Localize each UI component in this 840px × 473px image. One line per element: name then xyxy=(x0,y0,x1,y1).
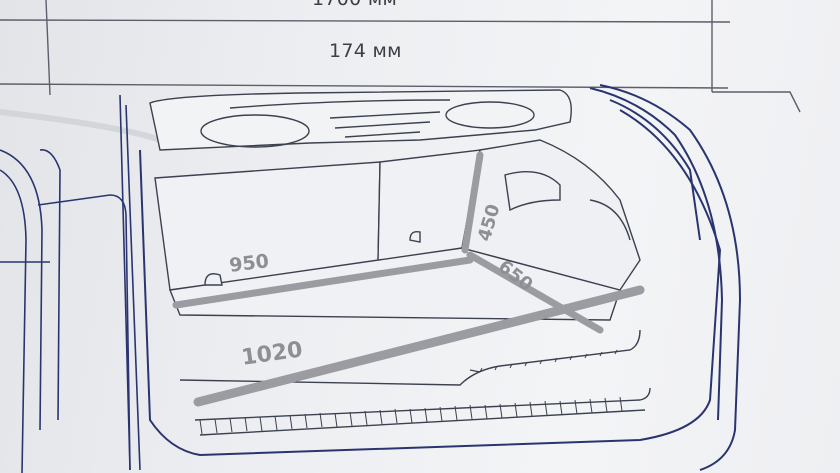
fold-crease xyxy=(0,109,161,143)
ground-clearance-value: 174 мм xyxy=(329,40,402,62)
dim-bar-450 xyxy=(461,151,484,254)
dim-bar-950 xyxy=(172,256,474,309)
bumper-sill xyxy=(179,329,651,436)
right-trunk-wall xyxy=(461,139,641,291)
dim-bar-650 xyxy=(466,251,604,334)
top-row-value: 1700 мм xyxy=(312,0,397,10)
sill-ribs xyxy=(199,349,623,435)
trunk-interior xyxy=(154,149,621,321)
left-door-outline xyxy=(0,94,141,473)
parcel-shelf xyxy=(149,89,572,151)
tailgate-frame xyxy=(139,84,742,471)
dimension-bars xyxy=(172,151,645,407)
